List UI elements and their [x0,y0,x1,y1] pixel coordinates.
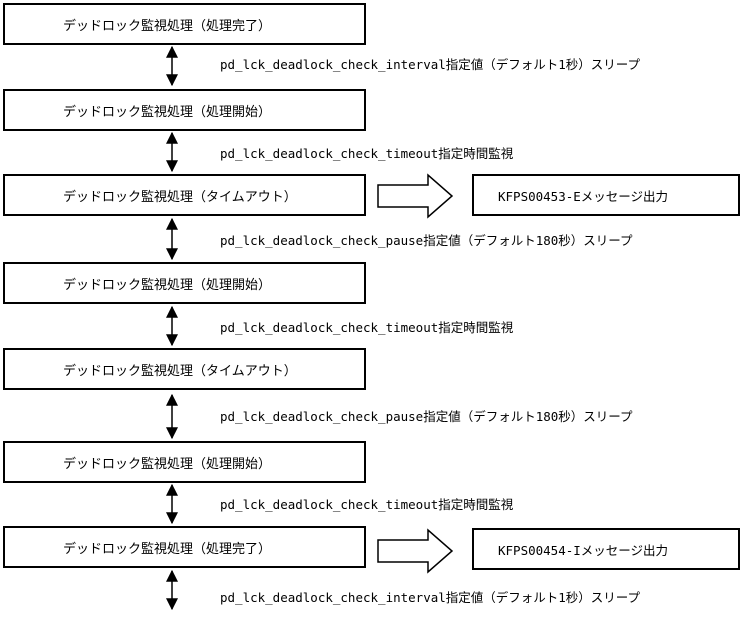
message-box-label: KFPS00453-Eメッセージ出力 [498,188,669,204]
process-box-1: デッドロック監視処理（処理完了） [3,3,366,45]
process-box-label: デッドロック監視処理（処理完了） [63,18,272,34]
process-box-3: デッドロック監視処理（タイムアウト） [3,174,366,216]
message-box-label: KFPS00454-Iメッセージ出力 [498,542,669,558]
process-box-7: デッドロック監視処理（処理完了） [3,526,366,568]
connector-label-7: pd_lck_deadlock_check_interval指定値（デフォルト1… [220,590,641,605]
process-box-label: デッドロック監視処理（タイムアウト） [63,189,297,205]
connector-label-5: pd_lck_deadlock_check_pause指定値（デフォルト180秒… [220,409,633,424]
process-box-label: デッドロック監視処理（タイムアウト） [63,363,297,379]
block-arrow-1 [377,173,454,219]
message-box-2: KFPS00454-Iメッセージ出力 [472,528,740,570]
process-box-6: デッドロック監視処理（処理開始） [3,441,366,483]
process-box-5: デッドロック監視処理（タイムアウト） [3,348,366,390]
message-box-1: KFPS00453-Eメッセージ出力 [472,174,740,216]
process-box-2: デッドロック監視処理（処理開始） [3,89,366,131]
connector-label-2: pd_lck_deadlock_check_timeout指定時間監視 [220,146,514,161]
connector-label-3: pd_lck_deadlock_check_pause指定値（デフォルト180秒… [220,233,633,248]
process-box-label: デッドロック監視処理（処理開始） [63,104,272,120]
connector-label-1: pd_lck_deadlock_check_interval指定値（デフォルト1… [220,57,641,72]
process-box-label: デッドロック監視処理（処理開始） [63,277,272,293]
process-box-label: デッドロック監視処理（処理開始） [63,456,272,472]
connector-label-6: pd_lck_deadlock_check_timeout指定時間監視 [220,497,514,512]
process-box-4: デッドロック監視処理（処理開始） [3,262,366,304]
connector-label-4: pd_lck_deadlock_check_timeout指定時間監視 [220,320,514,335]
process-box-label: デッドロック監視処理（処理完了） [63,541,272,557]
block-arrow-2 [377,528,454,574]
